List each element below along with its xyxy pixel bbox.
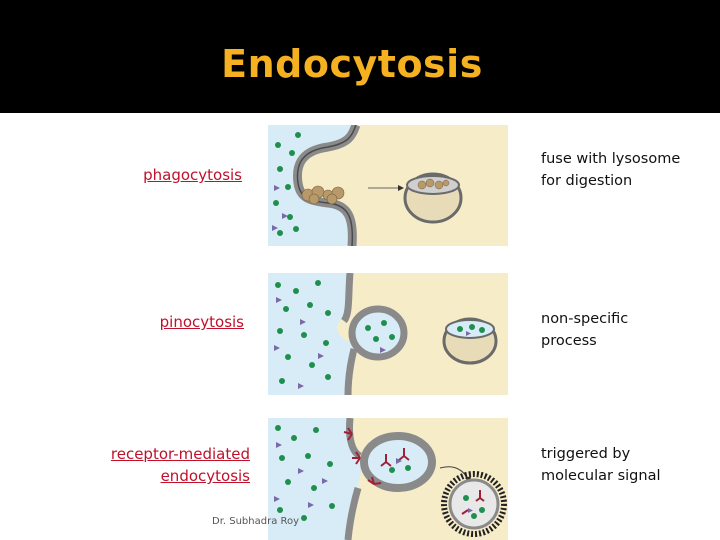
solute-triangles	[274, 297, 386, 389]
phagocytosis-description-line-1: fuse with lysosome	[541, 151, 681, 167]
vesicle	[403, 172, 463, 224]
title-bar	[0, 0, 720, 113]
pinocytosis-illustration	[268, 273, 508, 395]
pinocytosis-label: pinocytosis	[159, 313, 244, 331]
pinocytosis-description: non-specific process	[541, 308, 628, 352]
phagocytosis-label: phagocytosis	[143, 166, 242, 184]
receptor-mediated-label-line-1: receptor-mediated	[110, 445, 250, 463]
solute-dots	[275, 280, 395, 384]
receptors	[343, 427, 410, 485]
vesicle	[442, 317, 498, 365]
slide-title: Endocytosis	[221, 42, 483, 86]
pinocytosis-description-line-1: non-specific	[541, 311, 629, 327]
receptor-mediated-illustration	[268, 418, 508, 540]
coated-vesicle	[441, 471, 507, 537]
extracellular-region	[268, 273, 380, 395]
cell-membrane-lower	[344, 487, 362, 540]
phagocytosis-description: fuse with lysosome for digestion	[541, 148, 680, 192]
receptor-mediated-description: triggered by molecular signal	[541, 443, 660, 487]
receptor-mediated-label: receptor-mediated endocytosis	[60, 443, 250, 487]
arrow-head	[398, 185, 404, 191]
solute-dots	[273, 132, 301, 236]
cell-membrane-lower	[344, 348, 358, 395]
receptor-mediated-description-line-2: molecular signal	[541, 468, 661, 484]
phagocytosis-illustration	[268, 125, 508, 246]
forming-vesicle	[348, 305, 408, 361]
receptor-mediated-description-line-1: triggered by	[541, 446, 631, 462]
food-particles	[301, 185, 345, 205]
solute-triangles	[274, 442, 402, 508]
author-credit: Dr. Subhadra Roy	[212, 516, 300, 527]
solute-dots	[275, 425, 411, 521]
cell-membrane-upper	[340, 273, 354, 324]
membrane-edge	[296, 125, 357, 246]
phagocytosis-description-line-2: for digestion	[541, 173, 633, 189]
solute-triangles	[272, 185, 288, 231]
pinocytosis-description-line-2: process	[541, 333, 597, 349]
extracellular-region	[268, 418, 362, 540]
receptor-mediated-label-line-2: endocytosis	[160, 467, 250, 485]
